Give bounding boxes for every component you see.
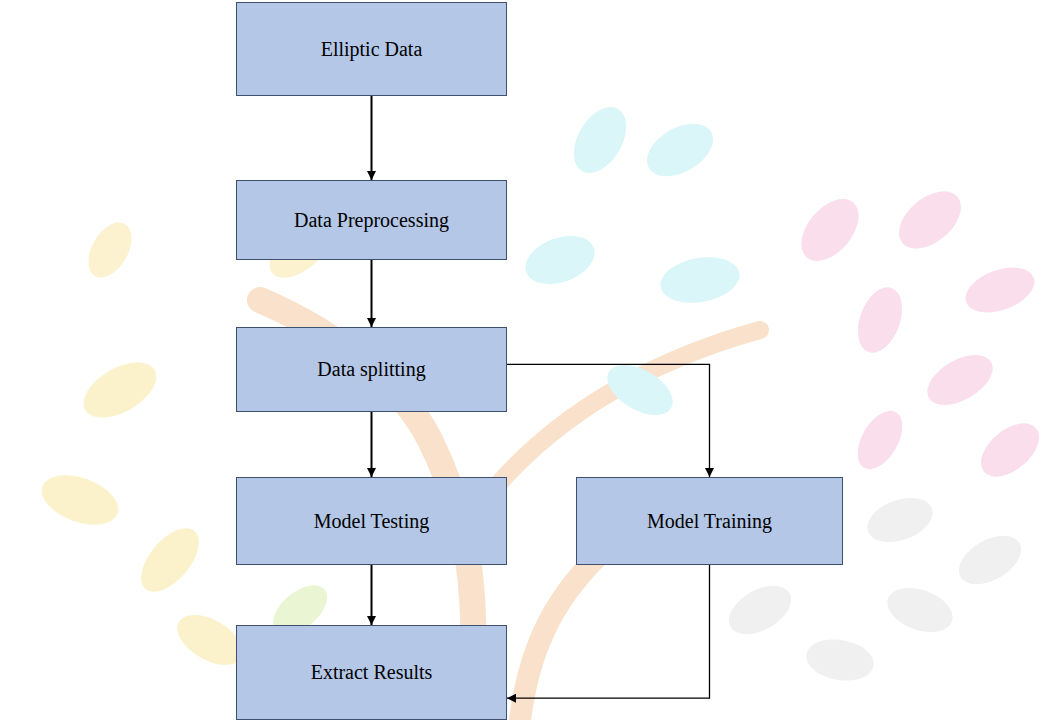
box-label: Data Preprocessing [294, 209, 449, 232]
flow-arrow [371, 565, 373, 625]
box-label: Model Training [647, 510, 772, 533]
process-box: Elliptic Data [236, 2, 507, 96]
process-box: Data Preprocessing [236, 180, 507, 260]
box-label: Data splitting [317, 358, 425, 381]
box-label: Elliptic Data [321, 38, 423, 61]
process-box: Model Training [576, 477, 843, 565]
box-label: Model Testing [314, 510, 429, 533]
process-box: Model Testing [236, 477, 507, 565]
flow-arrow [371, 260, 373, 327]
box-label: Extract Results [311, 661, 433, 684]
process-box: Extract Results [236, 625, 507, 720]
flow-arrow [507, 364, 710, 477]
flow-arrow [371, 96, 373, 180]
flow-arrow [371, 412, 373, 477]
flow-arrow [507, 565, 710, 698]
process-box: Data splitting [236, 327, 507, 412]
